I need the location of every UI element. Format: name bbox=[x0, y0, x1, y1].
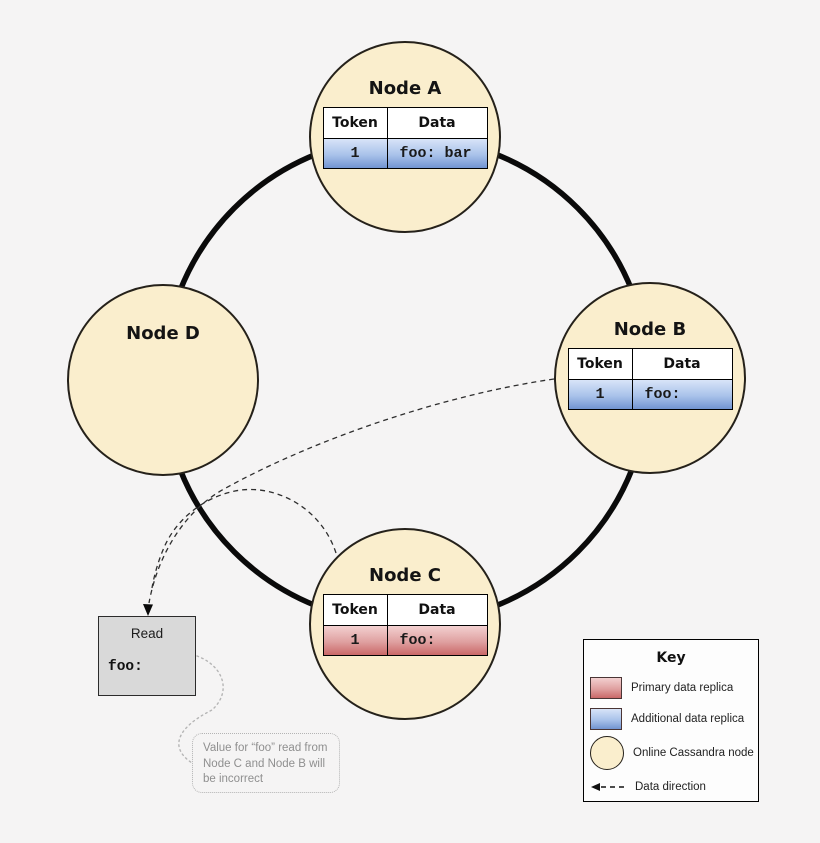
node-a-title: Node A bbox=[368, 78, 442, 99]
data-value: foo: bbox=[644, 386, 681, 403]
arrowhead-into-read-box bbox=[143, 604, 153, 616]
additional-data-replica-swatch bbox=[590, 708, 622, 730]
data-value: foo: bbox=[399, 632, 436, 649]
note-line: Value for “foo” read from bbox=[203, 742, 328, 754]
legend-item-online-node: Online Cassandra node bbox=[584, 736, 758, 770]
node-a-circle: Node A Token Data 1 foo: bar bbox=[309, 41, 501, 233]
read-box-title: Read bbox=[130, 626, 164, 641]
read-box: Read foo: bbox=[98, 616, 196, 696]
read-box-value: foo: bbox=[108, 659, 143, 675]
legend-item-additional-replica: Additional data replica bbox=[584, 708, 758, 730]
data-value: foo: bar bbox=[399, 145, 472, 162]
node-c-circle: Node C Token Data 1 foo: bbox=[309, 528, 501, 720]
key-legend: Key Primary data replica Additional data… bbox=[583, 639, 759, 802]
legend-label: Additional data replica bbox=[631, 713, 745, 725]
token-value: 1 bbox=[324, 139, 388, 168]
note-line: Node C and Node B will bbox=[203, 757, 326, 770]
token-value: 1 bbox=[569, 380, 633, 409]
legend-item-data-direction: Data direction bbox=[584, 781, 758, 793]
data-direction-curve-node-b-to-read bbox=[148, 378, 555, 604]
node-a-table: Token Data 1 foo: bar bbox=[322, 107, 488, 169]
data-header: Data bbox=[418, 602, 456, 618]
node-c-title: Node C bbox=[369, 565, 441, 586]
node-d-title: Node D bbox=[126, 323, 200, 344]
table-data-row: 1 foo: bar bbox=[323, 138, 487, 168]
legend-item-primary-replica: Primary data replica bbox=[584, 677, 758, 699]
node-b-table: Token Data 1 foo: bbox=[567, 348, 733, 410]
table-header-row: Token Data bbox=[324, 108, 487, 138]
primary-data-replica-swatch bbox=[590, 677, 622, 699]
table-data-row: 1 foo: bbox=[568, 379, 732, 409]
online-cassandra-node-swatch bbox=[590, 736, 624, 770]
node-b-title: Node B bbox=[613, 319, 687, 340]
legend-label: Online Cassandra node bbox=[633, 747, 754, 759]
node-b-circle: Node B Token Data 1 foo: bbox=[554, 282, 746, 474]
data-header: Data bbox=[418, 115, 456, 131]
data-header: Data bbox=[663, 356, 701, 372]
table-header-row: Token Data bbox=[324, 595, 487, 625]
token-header: Token bbox=[324, 595, 388, 625]
data-direction-curve-node-c-to-read bbox=[151, 488, 337, 589]
legend-label: Data direction bbox=[635, 781, 706, 793]
legend-label: Primary data replica bbox=[631, 682, 734, 694]
table-data-row: 1 foo: bbox=[323, 625, 487, 655]
token-value: 1 bbox=[324, 626, 388, 655]
key-title: Key bbox=[656, 650, 686, 666]
node-c-table: Token Data 1 foo: bbox=[322, 594, 488, 656]
table-header-row: Token Data bbox=[569, 349, 732, 379]
data-direction-arrow-icon bbox=[591, 783, 624, 791]
token-header: Token bbox=[324, 108, 388, 138]
note-line: be incorrect bbox=[203, 773, 264, 785]
note-bubble: Value for “foo” read from Node C and Nod… bbox=[192, 733, 340, 793]
token-header: Token bbox=[569, 349, 633, 379]
node-d-circle: Node D bbox=[67, 284, 259, 476]
